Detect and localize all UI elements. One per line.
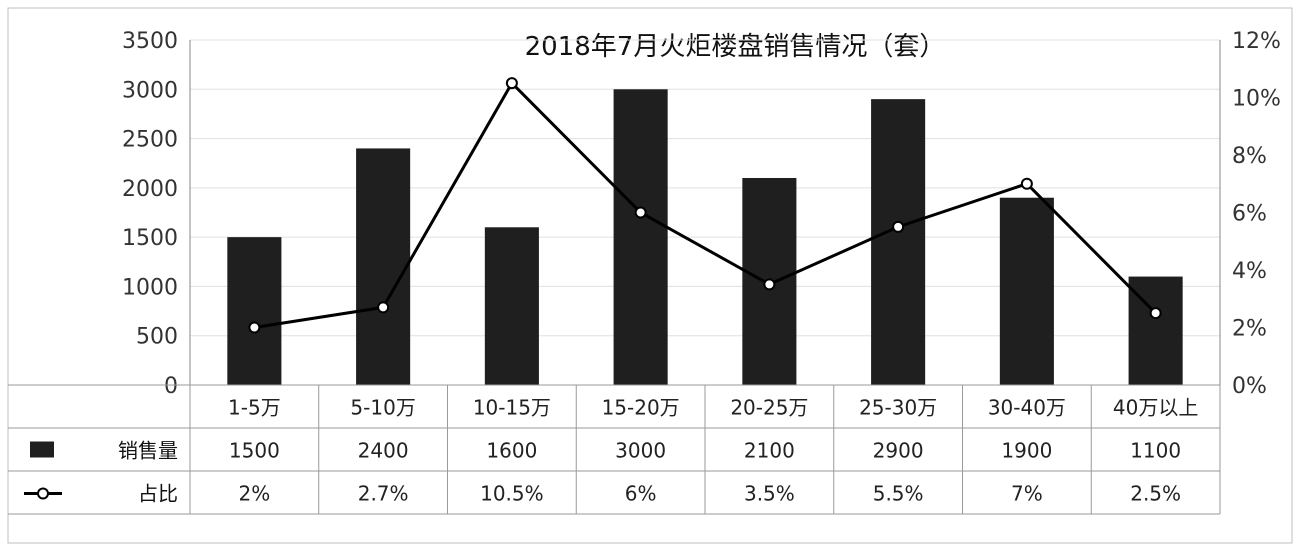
table-cell: 2.7% [358, 482, 409, 506]
left-tick-label: 0 [164, 374, 178, 399]
bar [999, 197, 1054, 385]
right-tick-label: 8% [1232, 144, 1267, 169]
line-point [1020, 177, 1033, 190]
table-cell: 3000 [615, 439, 666, 463]
bar [484, 227, 539, 385]
category-label: 10-15万 [473, 396, 551, 420]
data-table: 1-5万 5-10万 10-15万 15-20万 20-25万 25-30万 30-40万 4… [8, 384, 1221, 515]
table-cell: 1500 [229, 439, 280, 463]
table-cell: 1600 [486, 439, 537, 463]
line-point [377, 301, 390, 314]
table-cell: 2.5% [1130, 482, 1181, 506]
right-axis: 12% 10% 8% 6% 4% 2% 0% [1219, 29, 1281, 399]
line-series [248, 77, 1162, 334]
right-tick-label: 0% [1232, 374, 1267, 399]
line-point [763, 278, 776, 291]
category-label: 30-40万 [988, 396, 1066, 420]
table-cell: 2100 [744, 439, 795, 463]
right-tick-label: 4% [1232, 259, 1267, 284]
right-tick-label: 6% [1232, 202, 1267, 227]
chart-title: 2018年7月火炬楼盘销售情况（套） [525, 32, 946, 62]
table-cell: 6% [625, 482, 657, 506]
category-label: 40万以上 [1113, 396, 1198, 420]
table-cell: 1900 [1001, 439, 1052, 463]
left-tick-label: 500 [136, 325, 178, 350]
left-tick-label: 3000 [122, 78, 178, 103]
table-cell: 1100 [1130, 439, 1181, 463]
table-cell: 3.5% [744, 482, 795, 506]
left-axis: 3500 3000 2500 2000 1500 1000 500 0 [122, 29, 191, 399]
table-cell: 10.5% [480, 482, 544, 506]
bar [227, 237, 282, 385]
right-tick-label: 10% [1232, 87, 1281, 112]
left-tick-label: 1500 [122, 226, 178, 251]
category-label: 5-10万 [350, 396, 415, 420]
table-row-label: 销售量 [118, 439, 178, 463]
right-tick-label: 12% [1232, 29, 1281, 54]
bar [356, 148, 411, 385]
table-cell: 7% [1011, 482, 1043, 506]
table-cell: 2% [239, 482, 271, 506]
left-tick-label: 2500 [122, 128, 178, 153]
category-label: 1-5万 [228, 396, 281, 420]
table-row-label: 占比 [138, 482, 178, 506]
left-tick-label: 3500 [122, 29, 178, 54]
category-label: 20-25万 [730, 396, 808, 420]
series-line [254, 80, 1157, 329]
line-point [248, 321, 261, 334]
legend-swatch-bar [30, 441, 54, 458]
legend-swatch-point [37, 487, 49, 500]
line-point [634, 206, 647, 219]
line-point [505, 77, 518, 90]
right-tick-label: 2% [1232, 317, 1267, 342]
bar [613, 89, 668, 386]
category-label: 25-30万 [859, 396, 937, 420]
line-point [892, 220, 905, 233]
table-cell: 5.5% [873, 482, 924, 506]
table-cell: 2900 [873, 439, 924, 463]
line-point [1149, 307, 1162, 320]
bar [871, 99, 926, 386]
left-tick-label: 2000 [122, 177, 178, 202]
table-cell: 2400 [358, 439, 409, 463]
left-tick-label: 1000 [122, 275, 178, 300]
category-label: 15-20万 [602, 396, 680, 420]
